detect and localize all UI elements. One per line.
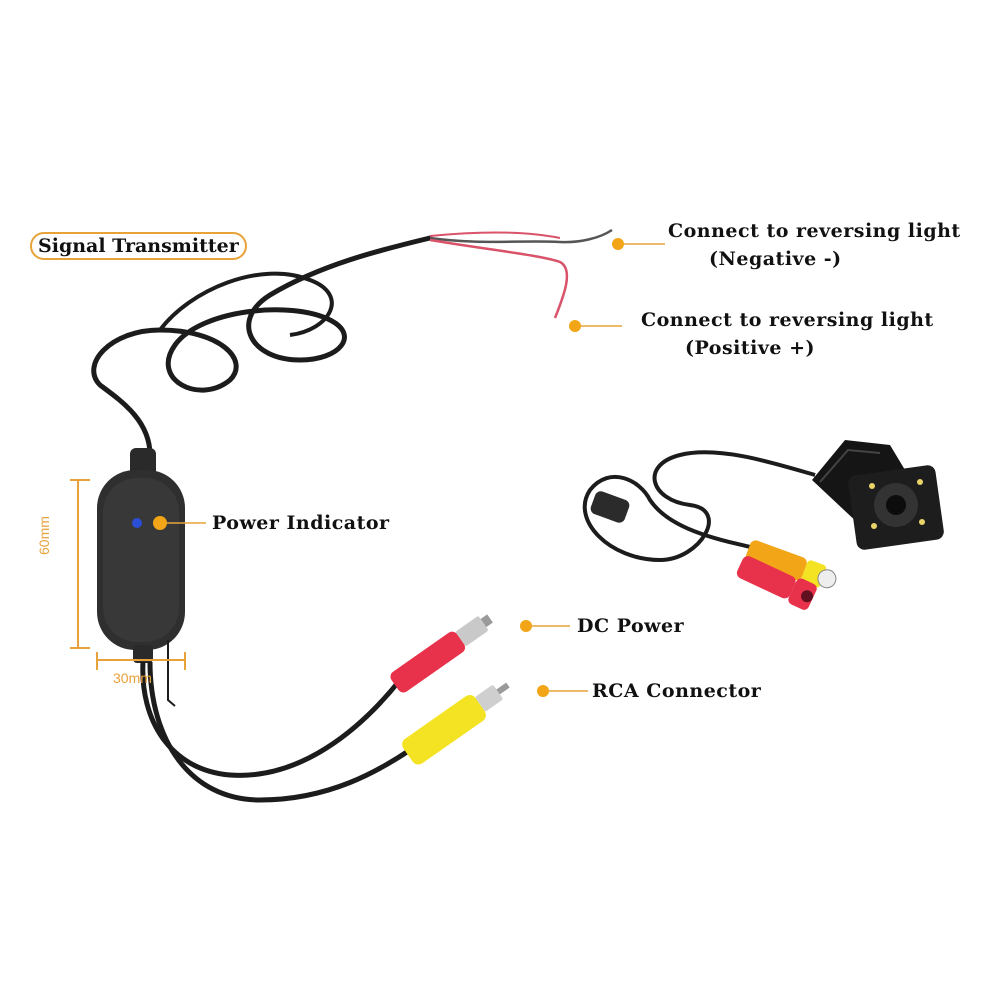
negative-label-line1: Connect to reversing light: [668, 220, 961, 242]
camera-body: [848, 465, 944, 550]
width-dimension-line: [96, 652, 186, 670]
camera-cable-ferrite: [590, 491, 630, 523]
cable-loop-extra: [158, 271, 334, 337]
dc-power-label: DC Power: [577, 615, 685, 637]
power-indicator-label: Power Indicator: [212, 512, 390, 534]
power-indicator-led: [132, 518, 142, 528]
dc-power-cable: [140, 661, 402, 778]
camera-red-connector: [736, 556, 817, 610]
negative-wire: [429, 228, 613, 244]
negative-label-line2: (Negative -): [709, 248, 842, 270]
camera-yellow-connector: [745, 540, 837, 589]
camera-cable: [582, 450, 816, 563]
callout-negative-leader: [612, 238, 665, 250]
negative-wire-red-strand: [429, 231, 561, 239]
callout-dc-power-leader: [520, 620, 570, 632]
callout-rca-connector-leader: [537, 685, 588, 697]
positive-wire: [429, 238, 569, 319]
callout-positive-leader: [569, 320, 622, 332]
height-dimension-label: 60mm: [36, 516, 52, 555]
signal-transmitter-title: Signal Transmitter: [30, 232, 247, 260]
antenna-wire: [167, 640, 176, 707]
dc-power-plug: [390, 614, 493, 693]
callout-power-indicator-leader: [153, 516, 206, 530]
height-dimension-line: [70, 479, 90, 649]
rca-connector-label: RCA Connector: [592, 680, 762, 702]
positive-label-line2: (Positive +): [685, 337, 816, 359]
positive-label-line1: Connect to reversing light: [641, 309, 934, 331]
width-dimension-label: 30mm: [113, 670, 152, 686]
transmitter-main-cable: [91, 235, 433, 458]
rca-cable: [147, 661, 412, 803]
rca-plug: [402, 682, 510, 765]
transmitter-body: [97, 448, 185, 663]
